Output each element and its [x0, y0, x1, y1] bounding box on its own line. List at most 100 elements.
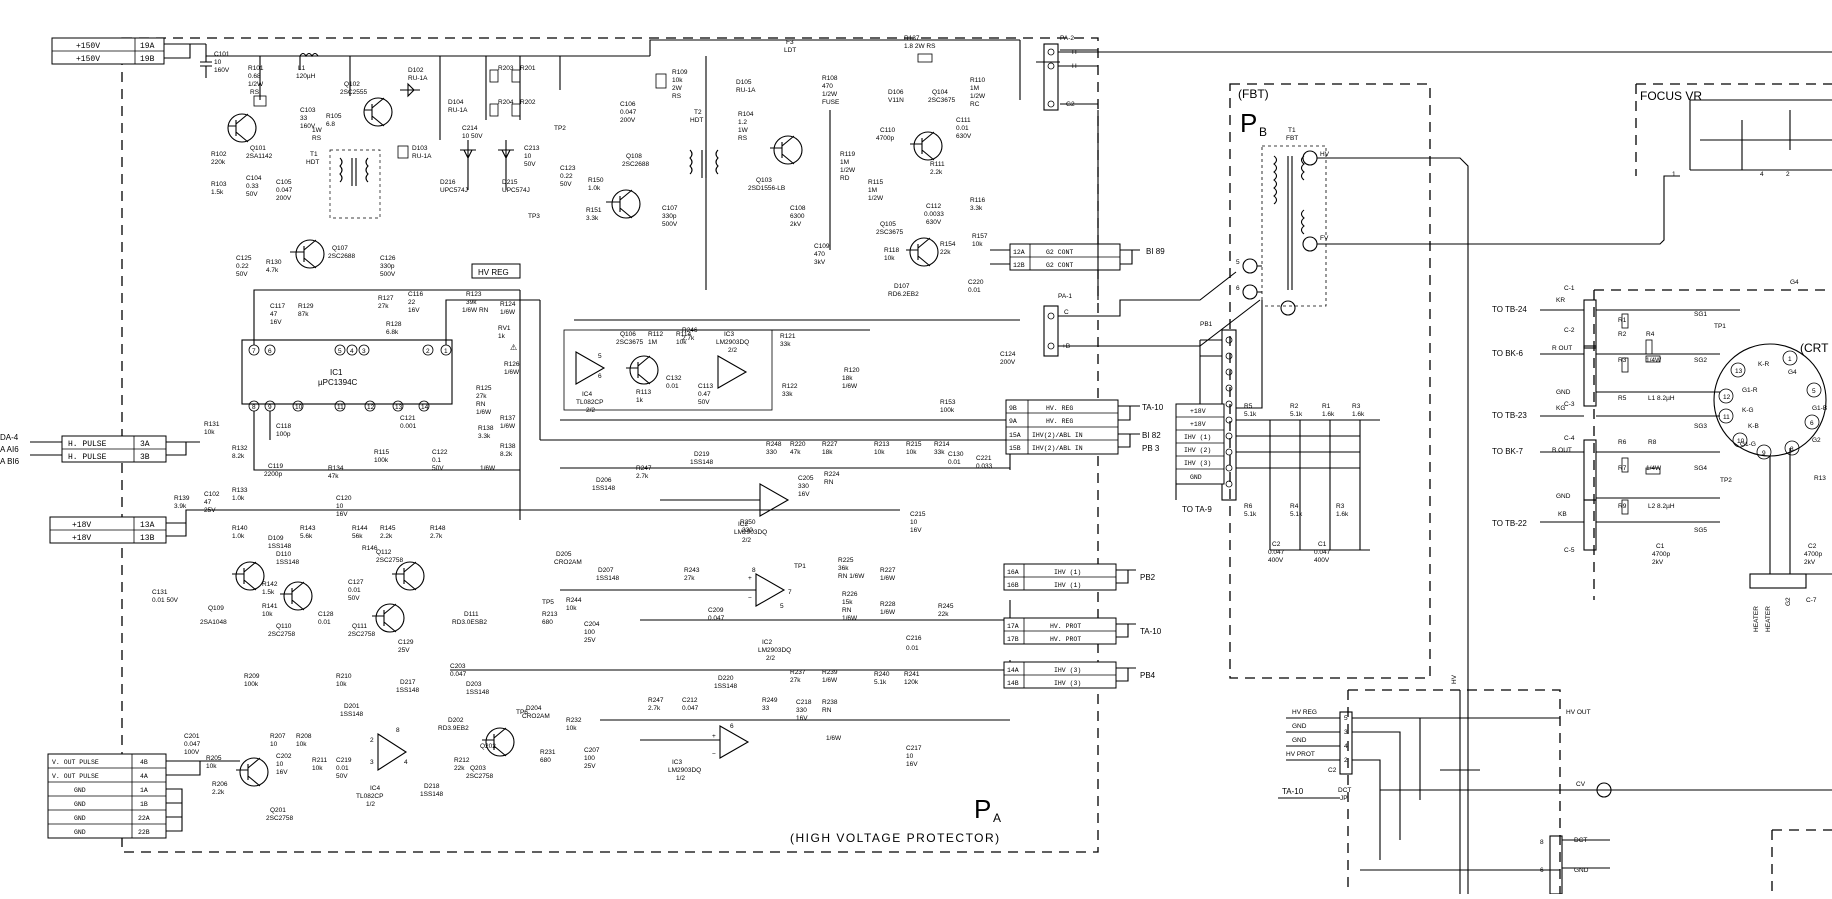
- to-tb23: TO TB-23: [1492, 411, 1527, 420]
- conn-17b-label: HV. PROT: [1050, 636, 1081, 643]
- board-b-header: (FBT): [1238, 87, 1269, 101]
- heater-1: HEATER: [1753, 606, 1760, 632]
- svg-text:R137: R137: [904, 35, 920, 42]
- dest-ta10-a: TA-10: [1142, 403, 1164, 412]
- svg-text:TP5: TP5: [542, 599, 554, 606]
- svg-text:13: 13: [395, 404, 403, 411]
- svg-text:500V: 500V: [662, 221, 678, 228]
- svg-text:330: 330: [798, 483, 809, 490]
- svg-text:R13: R13: [1814, 475, 1826, 482]
- svg-text:4: 4: [350, 348, 354, 355]
- svg-text:R137: R137: [500, 415, 516, 422]
- svg-text:27k: 27k: [684, 575, 695, 582]
- supply-18v-label-b: +18V: [72, 534, 91, 543]
- svg-text:C103: C103: [300, 107, 316, 114]
- svg-text:1: 1: [444, 348, 448, 355]
- svg-text:SG2: SG2: [1694, 357, 1707, 364]
- svg-text:R201: R201: [520, 65, 536, 72]
- conn-9a-label: HV. REG: [1046, 418, 1073, 425]
- svg-text:IC2: IC2: [738, 521, 749, 528]
- svg-text:Q101: Q101: [250, 145, 266, 152]
- svg-text:25V: 25V: [204, 507, 216, 514]
- svg-text:V11N: V11N: [888, 97, 904, 104]
- board-b-letter: P: [1240, 108, 1257, 138]
- svg-text:4.7k: 4.7k: [266, 267, 279, 274]
- svg-text:R110: R110: [970, 77, 985, 84]
- svg-text:6.8k: 6.8k: [386, 329, 399, 336]
- svg-text:G4: G4: [1788, 369, 1797, 376]
- part-r3-w: 1/4W: [1646, 357, 1662, 364]
- svg-text:100V: 100V: [184, 749, 200, 756]
- svg-text:1/2W: 1/2W: [868, 195, 884, 202]
- svg-text:0.01: 0.01: [318, 619, 331, 626]
- boardd-row-2: GND: [1292, 723, 1307, 730]
- conn-16b-label: IHV (1): [1054, 582, 1081, 589]
- svg-text:IC1: IC1: [330, 368, 343, 377]
- svg-text:R232: R232: [566, 717, 582, 724]
- svg-text:1/2W: 1/2W: [822, 91, 838, 98]
- svg-text:200V: 200V: [276, 195, 292, 202]
- svg-text:G1-B: G1-B: [1812, 405, 1827, 412]
- svg-text:C205: C205: [798, 475, 814, 482]
- svg-text:1.8 2W RS: 1.8 2W RS: [904, 43, 936, 50]
- svg-text:120k: 120k: [904, 679, 919, 686]
- bottom-label-6: GND: [74, 829, 86, 836]
- svg-text:C109: C109: [814, 243, 830, 250]
- svg-text:C105: C105: [276, 179, 292, 186]
- input-18v-group: +18V 13A +18V 13B: [49, 509, 900, 544]
- svg-text:Q202: Q202: [480, 743, 496, 750]
- svg-text:33k: 33k: [782, 391, 793, 398]
- svg-text:1/2: 1/2: [366, 801, 375, 808]
- svg-text:Q108: Q108: [626, 153, 642, 160]
- svg-text:Q102: Q102: [344, 81, 360, 88]
- svg-text:IC2: IC2: [762, 639, 773, 646]
- conn-16b-pin: 16B: [1007, 582, 1019, 589]
- svg-text:1: 1: [1672, 171, 1676, 178]
- svg-text:9: 9: [268, 404, 272, 411]
- svg-text:C124: C124: [1000, 351, 1016, 358]
- hv-reg-box-label: HV REG: [478, 268, 509, 277]
- svg-text:100k: 100k: [940, 407, 955, 414]
- to-ta9: TO TA-9: [1182, 505, 1212, 514]
- svg-text:R206: R206: [212, 781, 228, 788]
- conn-17a-label: HV. PROT: [1050, 623, 1081, 630]
- svg-text:25V: 25V: [398, 647, 410, 654]
- svg-text:SG5: SG5: [1694, 527, 1707, 534]
- svg-text:C1: C1: [1656, 543, 1665, 550]
- sig-rout: R OUT: [1552, 345, 1572, 352]
- svg-text:3kV: 3kV: [814, 259, 826, 266]
- board-a-sub: A: [993, 811, 1001, 825]
- svg-text:10: 10: [336, 503, 344, 510]
- svg-text:R142: R142: [262, 581, 278, 588]
- bottom-pin-4: 1B: [140, 801, 148, 808]
- svg-text:10k: 10k: [206, 763, 217, 770]
- boardd-dct: DCT: [1338, 787, 1351, 794]
- conn-17b-pin: 17B: [1007, 636, 1019, 643]
- supply-150v-label-a: +150V: [76, 42, 100, 51]
- heater-g2: G2: [1785, 597, 1792, 606]
- svg-text:R145: R145: [380, 525, 396, 532]
- svg-text:R150: R150: [588, 177, 604, 184]
- svg-text:UPC574J: UPC574J: [502, 187, 530, 194]
- svg-text:10k: 10k: [262, 611, 273, 618]
- svg-text:0.01: 0.01: [666, 383, 679, 390]
- svg-text:R140: R140: [232, 525, 248, 532]
- svg-text:C123: C123: [560, 165, 576, 172]
- svg-text:10: 10: [1737, 438, 1745, 445]
- svg-text:120µH: 120µH: [296, 73, 316, 80]
- svg-text:330p: 330p: [662, 213, 677, 220]
- part-r7-w: 1/4W: [1646, 465, 1662, 472]
- pb1-label: PB1: [1200, 321, 1213, 328]
- sig-bout: B OUT: [1552, 447, 1572, 454]
- svg-text:10: 10: [276, 761, 284, 768]
- board-a-title: P A (HIGH VOLTAGE PROTECTOR): [790, 794, 1001, 845]
- svg-text:2/2: 2/2: [766, 655, 775, 662]
- svg-text:0.047: 0.047: [708, 615, 725, 622]
- svg-text:LM2903DQ: LM2903DQ: [668, 767, 701, 774]
- svg-text:RS: RS: [672, 93, 682, 100]
- svg-text:R224: R224: [824, 471, 840, 478]
- svg-text:18k: 18k: [842, 375, 853, 382]
- svg-text:R208: R208: [296, 733, 312, 740]
- side-ref-3: A BI6: [0, 457, 20, 466]
- svg-text:R126: R126: [504, 361, 520, 368]
